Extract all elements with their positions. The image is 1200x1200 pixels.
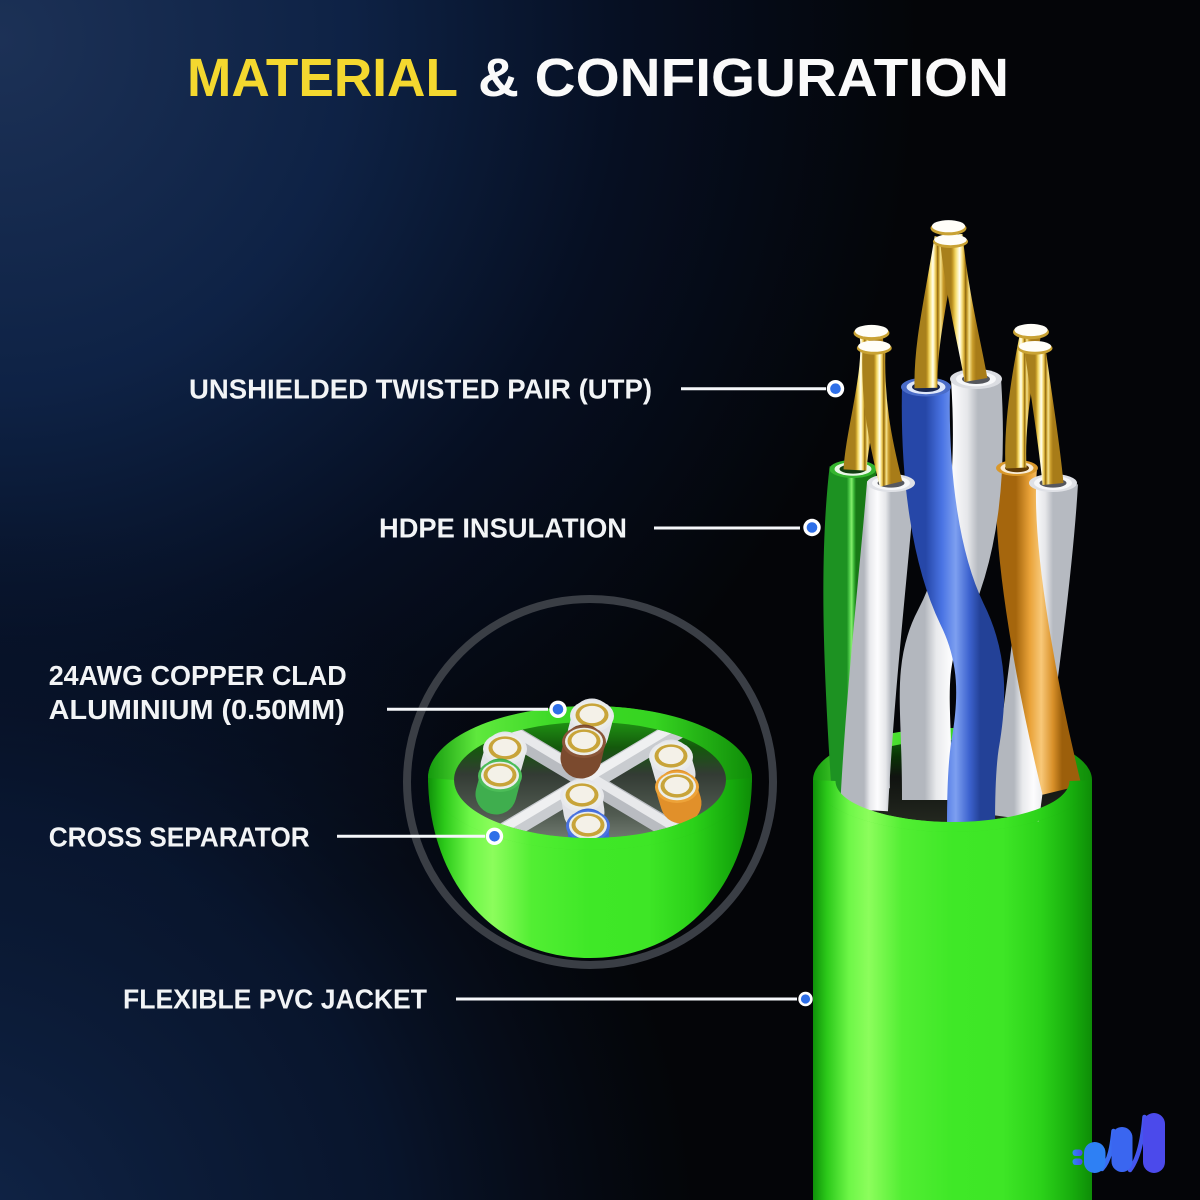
svg-text:24AWG COPPER CLAD: 24AWG COPPER CLAD xyxy=(49,660,347,691)
svg-text:CROSS SEPARATOR: CROSS SEPARATOR xyxy=(49,821,310,852)
svg-text:FLEXIBLE PVC JACKET: FLEXIBLE PVC JACKET xyxy=(123,984,427,1015)
svg-text:UNSHIELDED TWISTED PAIR (UTP): UNSHIELDED TWISTED PAIR (UTP) xyxy=(189,374,652,405)
svg-text:MATERIAL: MATERIAL xyxy=(187,48,458,108)
svg-text:ALUMINIUM (0.50MM): ALUMINIUM (0.50MM) xyxy=(49,694,345,725)
svg-text:& CONFIGURATION: & CONFIGURATION xyxy=(478,48,1009,108)
svg-text:HDPE INSULATION: HDPE INSULATION xyxy=(379,513,627,544)
